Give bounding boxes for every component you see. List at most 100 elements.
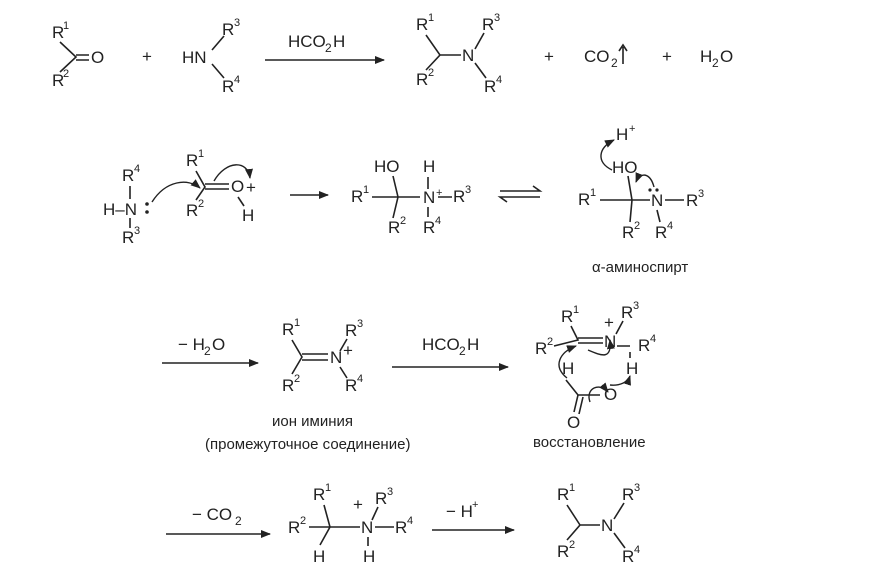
ti-r1-label: R	[351, 187, 363, 206]
pc-o-label: O	[231, 177, 244, 196]
im-r2-label: R	[282, 376, 294, 395]
co2-label: CO	[584, 47, 610, 66]
aa-r2-index: 2	[634, 220, 640, 232]
eq-forward	[500, 185, 543, 192]
pc-r1-index: 1	[198, 148, 204, 160]
h2o-o: O	[720, 47, 733, 66]
fa-r1-label: R	[557, 485, 569, 504]
fa-r3-index: 3	[634, 482, 640, 494]
ti-n-charge: +	[436, 187, 442, 199]
p-r3-label: R	[482, 15, 494, 34]
r1-label: R	[52, 23, 64, 42]
equilibrium-arrows	[497, 185, 543, 203]
minus-h2o-pre: − H	[178, 335, 205, 354]
fa-r4-index: 4	[634, 544, 640, 556]
p-r4-label: R	[484, 77, 496, 96]
aa-r2-label: R	[622, 223, 634, 242]
p-r2-index: 2	[428, 67, 434, 79]
im-n-bonds	[339, 338, 348, 379]
r3-index: 3	[234, 17, 240, 29]
im-r1-index: 1	[294, 317, 300, 329]
pc-charge: +	[246, 178, 256, 197]
formate-h-label: H	[562, 359, 574, 378]
plus-2: +	[544, 47, 554, 66]
pa-r4-index: 4	[407, 515, 413, 527]
ts-r4-label: R	[638, 336, 650, 355]
caption-iminium: ион иминия	[272, 413, 353, 430]
aa-lone-pair-1	[648, 188, 652, 192]
pi-shift-arrow	[587, 339, 615, 356]
r3-label: R	[222, 20, 234, 39]
nu-hn-label: H–N	[103, 200, 137, 219]
nu-r3-label: R	[122, 228, 134, 247]
p-n-label: N	[462, 46, 474, 65]
ti-r4-label: R	[423, 218, 435, 237]
aa-r4-label: R	[655, 223, 667, 242]
carbonyl-compound: R 1 R 2 O	[52, 20, 104, 90]
hco2h-label-2: HCO	[422, 335, 460, 354]
hco2h-label: HCO	[288, 32, 326, 51]
oh-arrow	[609, 375, 631, 386]
gas-up-arrow	[618, 43, 628, 64]
pa-r2-index: 2	[300, 515, 306, 527]
final-tertiary-amine: R 1 R 2 N R 3 R 4	[557, 482, 640, 566]
aa-ho-label: HO	[612, 158, 638, 177]
pc-r2-label: R	[186, 201, 198, 220]
ti-r1-index: 1	[363, 184, 369, 196]
p-r1-index: 1	[428, 12, 434, 24]
pa-r1-label: R	[313, 485, 325, 504]
minus-h2o-sub: 2	[204, 344, 211, 358]
fa-r2-label: R	[557, 542, 569, 561]
aa-curved-arrow	[635, 172, 655, 188]
aa-n-label: N	[651, 191, 663, 210]
aa-bonds	[600, 175, 650, 223]
minus-h-label: − H	[446, 502, 473, 521]
pa-h-label: H	[313, 547, 325, 566]
row-addition: R 4 H–N R 3 R 1 R 2 O + H HO H R	[103, 123, 704, 276]
ts-r1-index: 1	[573, 304, 579, 316]
ti-bonds	[372, 175, 429, 219]
p-backbone	[425, 34, 461, 71]
p-r2-label: R	[416, 70, 428, 89]
ts-n-bonds	[615, 320, 630, 347]
pa-n-charge: +	[353, 495, 363, 514]
ts-r2-index: 2	[547, 336, 553, 348]
carbonyl-bonds	[59, 41, 78, 73]
ti-r2-index: 2	[400, 215, 406, 227]
ts-r3-label: R	[621, 303, 633, 322]
pa-r3-label: R	[375, 489, 387, 508]
ti-ho-label: HO	[374, 157, 400, 176]
im-r4-index: 4	[357, 373, 363, 385]
nu-r4-label: R	[122, 166, 134, 185]
pc-r1-label: R	[186, 151, 198, 170]
r4-index: 4	[234, 74, 240, 86]
im-r3-label: R	[345, 321, 357, 340]
r1-index: 1	[63, 20, 69, 32]
pa-r3-index: 3	[387, 486, 393, 498]
pa-r1-index: 1	[325, 482, 331, 494]
pi-bond-curved-arrow	[213, 164, 253, 182]
ts-r4-index: 4	[650, 333, 656, 345]
ts-n-charge: +	[604, 313, 614, 332]
nu-r3-index: 3	[134, 225, 140, 237]
co2-sub: 2	[611, 56, 618, 70]
fa-r2-index: 2	[569, 539, 575, 551]
pc-backbone	[195, 170, 206, 201]
row-final: − CO 2 R 1 R 2 H N + R 3 R 4 H − H + R 1…	[166, 482, 640, 566]
tetrahedral-intermediate: HO H R 1 N + R 3 R 2 R 4	[351, 157, 471, 237]
pc-oh-bond	[237, 196, 245, 207]
minus-co2-sub: 2	[235, 514, 242, 528]
hco2h-sub: 2	[325, 41, 332, 55]
ti-h-label: H	[423, 157, 435, 176]
formate-carbonyl	[573, 394, 584, 415]
pa-bonds	[309, 504, 360, 546]
protonated-amine: R 1 R 2 H N + R 3 R 4 H	[288, 482, 413, 566]
pa-nh-label: H	[363, 547, 375, 566]
minus-h-charge: +	[472, 499, 478, 511]
formate-o-label: O	[567, 413, 580, 432]
hco2h-h-2: H	[467, 335, 479, 354]
pc-r2-index: 2	[198, 198, 204, 210]
p-n-bonds	[474, 32, 487, 79]
ti-r3-label: R	[453, 187, 465, 206]
pc-h-label: H	[242, 206, 254, 225]
